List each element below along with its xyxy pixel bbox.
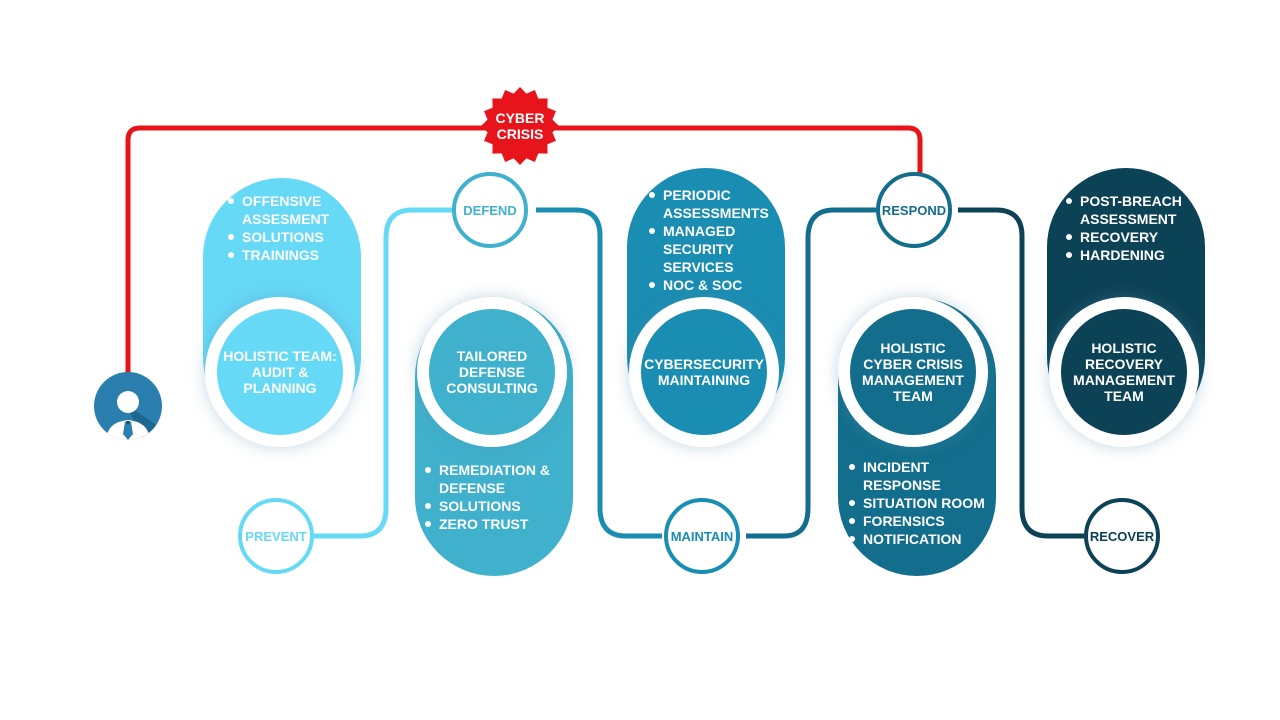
connector-defend-maintain (536, 207, 662, 539)
respond-items: INCIDENT RESPONSE SITUATION ROOM FORENSI… (849, 458, 995, 548)
team-label-line: RECOVERY (1084, 356, 1164, 372)
list-item: POST-BREACH ASSESSMENT (1066, 192, 1191, 228)
list-item: RECOVERY (1066, 228, 1191, 246)
list-item: INCIDENT RESPONSE (849, 458, 995, 494)
cyber-crisis-badge: CYBER CRISIS (480, 86, 560, 166)
list-item: OFFENSIVE ASSESMENT (228, 192, 353, 228)
defend-items: REMEDIATION & DEFENSE SOLUTIONS ZERO TRU… (425, 461, 560, 533)
team-label-line: HOLISTIC (880, 340, 946, 356)
list-item: SOLUTIONS (228, 228, 353, 246)
user-icon (92, 370, 164, 442)
team-label-line: CYBERSECURITY (644, 356, 764, 372)
team-label-line: CYBER CRISIS (863, 356, 963, 372)
list-item: NOTIFICATION (849, 530, 995, 548)
starburst-icon (481, 87, 559, 165)
team-label-line: PLANNING (243, 380, 317, 396)
list-item: ZERO TRUST (425, 515, 560, 533)
team-label-line: DEFENSE (458, 364, 526, 380)
list-item: FORENSICS (849, 512, 995, 530)
team-label-line: TAILORED (456, 348, 528, 364)
node-prevent: PREVENT (238, 498, 314, 574)
crisis-label-line: CRISIS (496, 126, 544, 142)
connector-maintain-respond (746, 207, 876, 539)
list-item: REMEDIATION & DEFENSE (425, 461, 560, 497)
team-label-line: MANAGEMENT (1073, 372, 1175, 388)
maintain-items: PERIODIC ASSESSMENTS MANAGED SECURITY SE… (649, 186, 774, 294)
team-label-line: TEAM (893, 388, 933, 404)
node-recover: RECOVER (1084, 498, 1160, 574)
list-item: TRAININGS (228, 246, 353, 264)
team-label-line: MANAGEMENT (862, 372, 964, 388)
prevent-items: OFFENSIVE ASSESMENT SOLUTIONS TRAININGS (228, 192, 353, 264)
connector-prevent-defend (308, 207, 458, 539)
recover-items: POST-BREACH ASSESSMENT RECOVERY HARDENIN… (1066, 192, 1191, 264)
node-respond: RESPOND (876, 172, 952, 248)
node-maintain: MAINTAIN (664, 498, 740, 574)
team-circle-prevent: HOLISTIC TEAM:AUDIT &PLANNING (205, 297, 355, 447)
list-item: PERIODIC ASSESSMENTS (649, 186, 774, 222)
crisis-label-line: CYBER (495, 110, 545, 126)
list-item: SITUATION ROOM (849, 494, 995, 512)
node-defend: DEFEND (452, 172, 528, 248)
team-label-line: TEAM (1104, 388, 1144, 404)
list-item: HARDENING (1066, 246, 1191, 264)
team-label-line: HOLISTIC (1091, 340, 1157, 356)
team-label-line: HOLISTIC TEAM: (223, 348, 337, 364)
list-item: SOLUTIONS (425, 497, 560, 515)
team-label-line: CONSULTING (446, 380, 538, 396)
list-item: MANAGED SECURITY SERVICES (649, 222, 774, 276)
team-label-line: MAINTAINING (657, 372, 751, 388)
team-label-line: AUDIT & (251, 364, 309, 380)
list-item: NOC & SOC (649, 276, 774, 294)
connector-respond-recover (958, 207, 1084, 539)
